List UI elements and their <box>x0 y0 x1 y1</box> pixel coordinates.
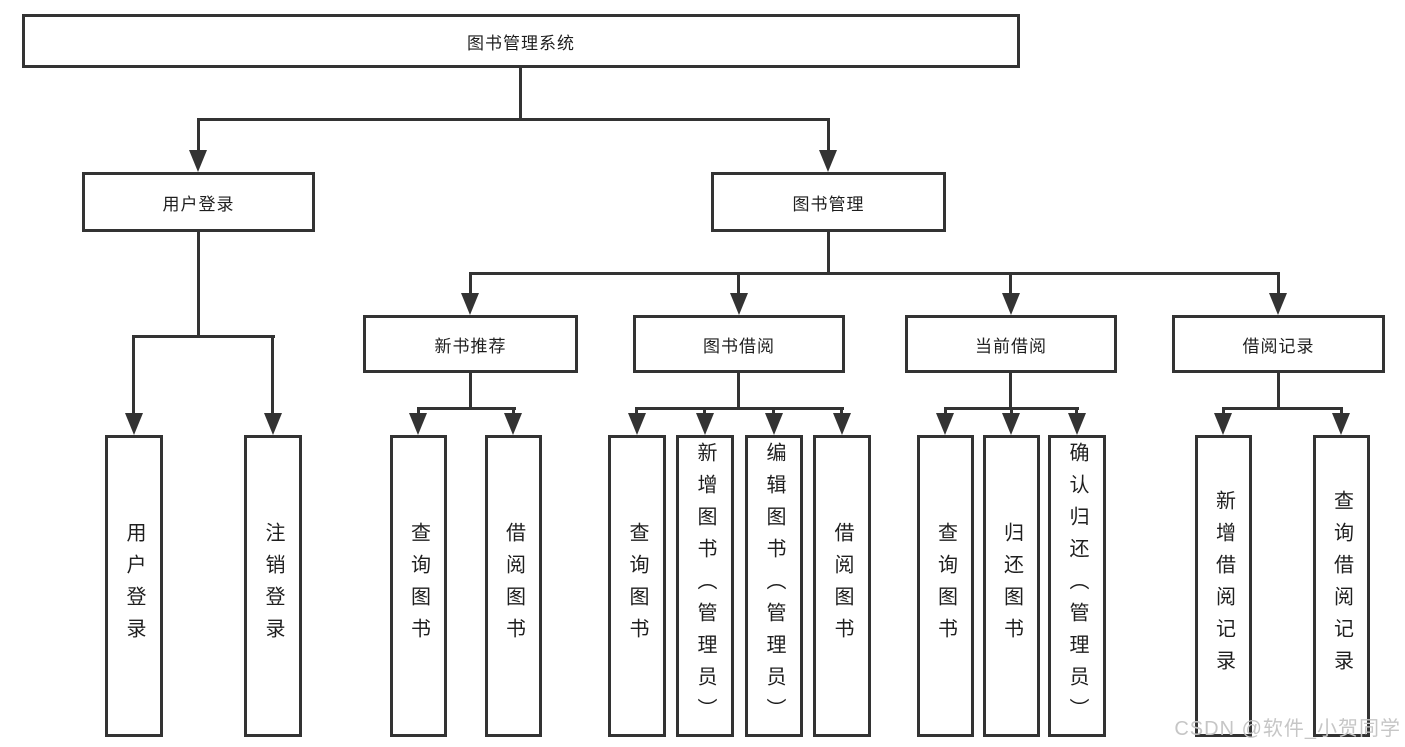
leaf-add-borrow-record: 新增借阅记录 <box>1195 435 1252 737</box>
leaf-query-borrow-record-label: 查询借阅记录 <box>1330 490 1353 682</box>
connector-current-borrow-stem <box>1009 373 1012 407</box>
node-new-book-recommend-label: 新书推荐 <box>434 336 507 356</box>
leaf-borrow-books: 借阅图书 <box>813 435 871 737</box>
connector-user-login-crossbar <box>132 335 275 338</box>
leaf-return-books: 归还图书 <box>983 435 1040 737</box>
node-book-borrow: 图书借阅 <box>633 315 845 373</box>
leaf-borrow-books-label: 借阅图书 <box>831 522 853 650</box>
arrow-down-icon <box>1002 293 1020 315</box>
connector-drop-current-borrow <box>1009 272 1012 293</box>
connector-drop <box>703 407 706 413</box>
connector-drop <box>1075 407 1078 413</box>
connector-drop-book-management <box>827 118 830 150</box>
leaf-query-books-borrow: 查询图书 <box>608 435 666 737</box>
arrow-down-icon <box>765 413 783 435</box>
leaf-confirm-return-admin-label: 确认归还（管理员） <box>1066 442 1088 730</box>
connector-drop <box>635 407 638 413</box>
arrow-down-icon <box>189 150 207 172</box>
connector-drop <box>1340 407 1343 413</box>
connector-drop <box>840 407 843 413</box>
connector-root-stem <box>519 68 522 118</box>
node-user-login-label: 用户登录 <box>162 194 235 214</box>
connector-drop-user-login <box>197 118 200 150</box>
leaf-query-books-borrow-label: 查询图书 <box>626 522 648 650</box>
connector-drop <box>944 407 947 413</box>
leaf-logout-login-label: 注销登录 <box>262 522 284 650</box>
arrow-down-icon <box>936 413 954 435</box>
connector-drop-new-book-recommend <box>469 272 472 293</box>
arrow-down-icon <box>264 413 282 435</box>
connector-drop <box>1222 407 1225 413</box>
leaf-confirm-return-admin: 确认归还（管理员） <box>1048 435 1106 737</box>
arrow-down-icon <box>1332 413 1350 435</box>
leaf-query-books-current-label: 查询图书 <box>934 522 957 650</box>
node-book-borrow-label: 图书借阅 <box>703 336 775 356</box>
node-book-management: 图书管理 <box>711 172 946 232</box>
connector-user-login-stem <box>197 232 200 335</box>
connector-book-borrow-crossbar <box>635 407 844 410</box>
connector-drop-leaf-user-login <box>132 335 135 413</box>
connector-root-crossbar <box>197 118 830 121</box>
node-library-system-label: 图书管理系统 <box>467 33 575 53</box>
csdn-watermark: CSDN @软件_小贺同学 <box>1174 718 1401 740</box>
connector-drop <box>1010 407 1013 413</box>
arrow-down-icon <box>819 150 837 172</box>
leaf-query-borrow-record: 查询借阅记录 <box>1313 435 1370 737</box>
arrow-down-icon <box>1068 413 1086 435</box>
arrow-down-icon <box>730 293 748 315</box>
leaf-query-books-current: 查询图书 <box>917 435 974 737</box>
leaf-query-books-recommend: 查询图书 <box>390 435 447 737</box>
connector-drop <box>417 407 420 413</box>
leaf-edit-books-admin-label: 编辑图书（管理员） <box>763 442 785 730</box>
leaf-add-borrow-record-label: 新增借阅记录 <box>1212 490 1235 682</box>
leaf-add-books-admin-label: 新增图书（管理员） <box>694 442 716 730</box>
node-new-book-recommend: 新书推荐 <box>363 315 578 373</box>
connector-book-borrow-stem <box>737 373 740 407</box>
arrow-down-icon <box>409 413 427 435</box>
node-borrow-records: 借阅记录 <box>1172 315 1385 373</box>
connector-borrow-records-crossbar <box>1222 407 1343 410</box>
node-user-login: 用户登录 <box>82 172 315 232</box>
leaf-return-books-label: 归还图书 <box>1000 522 1023 650</box>
leaf-borrow-books-recommend-label: 借阅图书 <box>502 522 525 650</box>
arrow-down-icon <box>833 413 851 435</box>
connector-drop <box>512 407 515 413</box>
node-book-management-label: 图书管理 <box>792 194 865 214</box>
arrow-down-icon <box>696 413 714 435</box>
connector-new-book-recommend-stem <box>469 373 472 407</box>
arrow-down-icon <box>461 293 479 315</box>
leaf-logout-login: 注销登录 <box>244 435 302 737</box>
connector-book-management-crossbar <box>469 272 1280 275</box>
leaf-user-login: 用户登录 <box>105 435 163 737</box>
arrow-down-icon <box>1002 413 1020 435</box>
connector-book-management-stem <box>827 232 830 272</box>
leaf-add-books-admin: 新增图书（管理员） <box>676 435 734 737</box>
leaf-user-login-label: 用户登录 <box>123 522 145 650</box>
connector-drop <box>772 407 775 413</box>
node-current-borrow: 当前借阅 <box>905 315 1117 373</box>
connector-drop-book-borrow <box>737 272 740 293</box>
connector-drop-leaf-logout <box>271 335 274 413</box>
arrow-down-icon <box>504 413 522 435</box>
arrow-down-icon <box>125 413 143 435</box>
leaf-query-books-recommend-label: 查询图书 <box>407 522 430 650</box>
node-borrow-records-label: 借阅记录 <box>1242 336 1315 356</box>
leaf-edit-books-admin: 编辑图书（管理员） <box>745 435 803 737</box>
node-current-borrow-label: 当前借阅 <box>975 336 1047 356</box>
node-library-system: 图书管理系统 <box>22 14 1020 68</box>
leaf-borrow-books-recommend: 借阅图书 <box>485 435 542 737</box>
connector-new-book-recommend-crossbar <box>417 407 516 410</box>
arrow-down-icon <box>628 413 646 435</box>
arrow-down-icon <box>1214 413 1232 435</box>
arrow-down-icon <box>1269 293 1287 315</box>
connector-borrow-records-stem <box>1277 373 1280 407</box>
connector-drop-borrow-records <box>1277 272 1280 293</box>
